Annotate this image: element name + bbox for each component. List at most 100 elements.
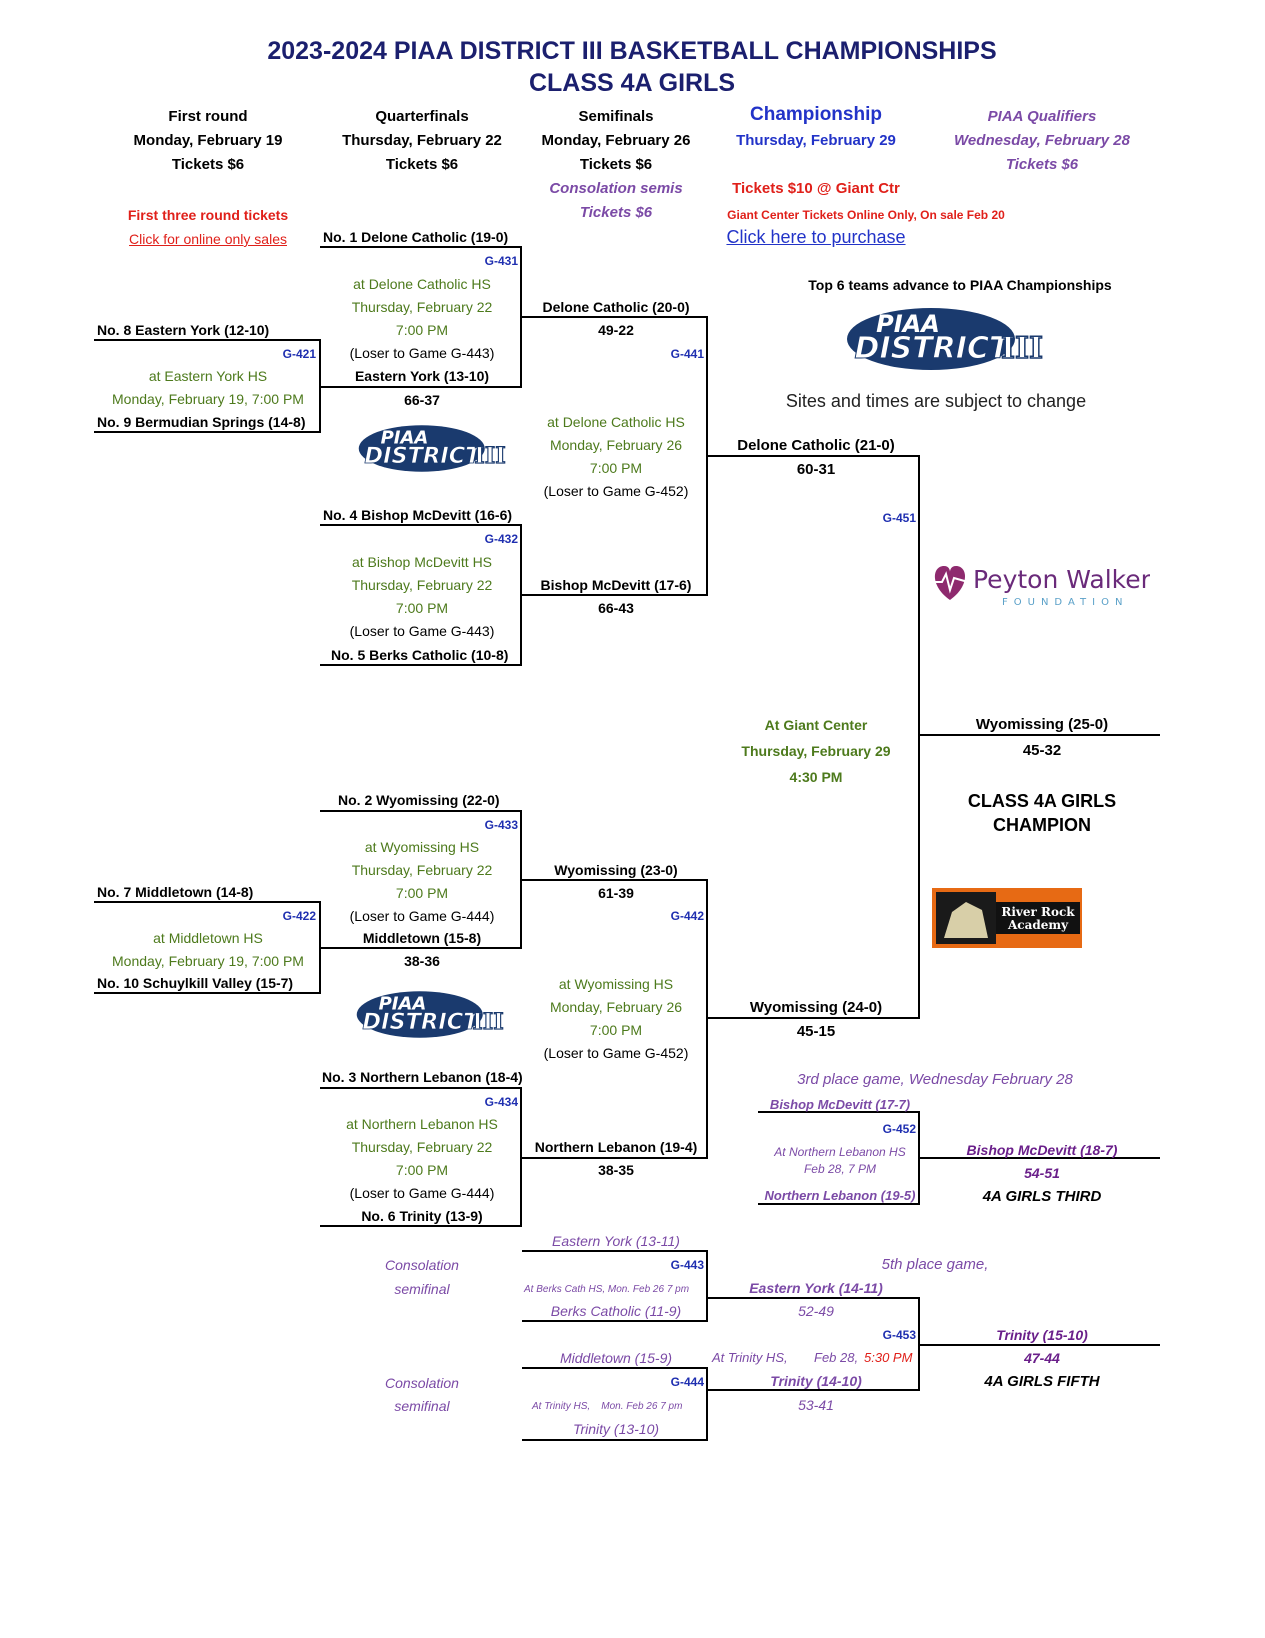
fifth-place-header: 5th place game, — [881, 1256, 989, 1273]
online-sales-link[interactable]: Click for online only sales — [129, 231, 287, 247]
bracket-line — [522, 1250, 708, 1252]
game-time: 7:00 PM — [589, 460, 643, 476]
header-consolation-semis: Consolation semis — [549, 180, 683, 197]
bracket-line — [708, 1389, 920, 1391]
bracket-line — [320, 664, 522, 666]
bracket-line — [522, 879, 708, 881]
game-code: G-434 — [484, 1095, 518, 1109]
bracket-line — [522, 316, 708, 318]
bracket-line — [320, 810, 522, 812]
bracket-line — [522, 594, 708, 596]
team-label: Trinity (14-10) — [770, 1373, 862, 1389]
game-date: Thursday, February 29 — [741, 743, 891, 759]
fifth-place-label: 4A GIRLS FIFTH — [984, 1373, 1100, 1390]
game-time: 7:00 PM — [395, 885, 449, 901]
team-label: No. 1 Delone Catholic (19-0) — [323, 229, 509, 245]
bracket-line — [320, 524, 522, 526]
svg-text:River Rock: River Rock — [1001, 905, 1075, 919]
page-subtitle: CLASS 4A GIRLS — [528, 69, 736, 97]
bracket-line — [94, 339, 320, 341]
champion-label: CLASS 4A GIRLS — [967, 791, 1117, 811]
svg-text:III: III — [472, 1009, 504, 1035]
bracket-line — [758, 1203, 920, 1205]
header-qualifiers-date: Wednesday, February 28 — [954, 132, 1130, 149]
bracket-line — [918, 1297, 920, 1391]
loser-note: (Loser to Game G-444) — [349, 908, 495, 924]
game-code: G-452 — [882, 1122, 916, 1136]
game-site: at Wyomissing HS — [558, 976, 674, 992]
bracket-line — [522, 1320, 708, 1322]
bracket-line — [918, 1111, 920, 1205]
game-site: At Berks Cath HS, Mon. Feb 26 7 pm — [524, 1284, 690, 1295]
bracket-line — [522, 1367, 708, 1369]
bracket-line — [94, 901, 320, 903]
game-date: Feb 28, — [814, 1350, 859, 1365]
game-code: G-422 — [282, 909, 316, 923]
third-place-score: 54-51 — [1024, 1165, 1060, 1181]
bracket-line — [920, 1157, 1160, 1159]
game-code: G-441 — [670, 347, 704, 361]
team-label: No. 2 Wyomissing (22-0) — [338, 792, 500, 808]
page-title: 2023-2024 PIAA DISTRICT III BASKETBALL C… — [267, 37, 997, 65]
header-semifinals-tickets: Tickets $6 — [579, 156, 653, 173]
bracket-line — [706, 316, 708, 596]
district-logo-2: PIAA DISTRICT III — [358, 425, 506, 472]
team-label: No. 10 Schuylkill Valley (15-7) — [97, 975, 294, 991]
team-label: No. 8 Eastern York (12-10) — [97, 322, 270, 338]
bracket-line — [758, 1111, 920, 1113]
first-three-rounds-note: First three round tickets — [127, 207, 289, 223]
svg-text:III: III — [1001, 331, 1043, 366]
game-date: Thursday, February 22 — [351, 862, 493, 878]
loser-note: (Loser to Game G-452) — [543, 1045, 689, 1061]
header-qualifiers-tickets: Tickets $6 — [1005, 156, 1079, 173]
header-quarterfinals: Quarterfinals — [375, 108, 469, 125]
top6-note: Top 6 teams advance to PIAA Championship… — [808, 277, 1112, 293]
game-site: At Trinity HS, Mon. Feb 26 7 pm — [532, 1401, 683, 1412]
bracket-line — [94, 431, 320, 433]
header-consolation-tickets: Tickets $6 — [579, 204, 653, 221]
header-championship-tickets: Tickets $10 @ Giant Ctr — [732, 180, 900, 197]
team-label: No. 4 Bishop McDevitt (16-6) — [323, 507, 513, 523]
score: 38-35 — [598, 1162, 634, 1178]
header-semifinals-date: Monday, February 26 — [541, 132, 691, 149]
header-first-round: First round — [168, 108, 248, 125]
district-logo-3: PIAA DISTRICT III — [356, 991, 504, 1038]
bracket-line — [320, 246, 522, 248]
bracket-line — [706, 1250, 708, 1322]
river-rock-logo: River Rock Academy — [932, 888, 1082, 948]
game-site: at Delone Catholic HS — [353, 276, 491, 292]
header-quarterfinals-tickets: Tickets $6 — [385, 156, 459, 173]
header-championship: Championship — [750, 104, 882, 125]
game-site: at Wyomissing HS — [364, 839, 480, 855]
svg-text:III: III — [474, 443, 506, 469]
score: 66-43 — [598, 600, 634, 616]
svg-text:FOUNDATION: FOUNDATION — [1002, 597, 1128, 608]
game-site: At Northern Lebanon HS — [774, 1145, 906, 1159]
header-quarterfinals-date: Thursday, February 22 — [342, 132, 502, 149]
bracket-line — [320, 1225, 522, 1227]
bracket-line — [920, 1344, 1160, 1346]
team-label: Eastern York (13-10) — [354, 368, 490, 384]
bracket-line — [522, 1439, 708, 1441]
purchase-link[interactable]: Click here to purchase — [726, 227, 906, 247]
giant-center-online-note: Giant Center Tickets Online Only, On sal… — [727, 208, 1005, 222]
svg-text:PIAA: PIAA — [876, 310, 940, 338]
game-site: at Bishop McDevitt HS — [351, 554, 493, 570]
svg-text:DISTRICT: DISTRICT — [362, 1009, 480, 1035]
game-site: at Eastern York HS — [148, 368, 268, 384]
team-label: Wyomissing (24-0) — [749, 999, 883, 1016]
game-code: G-444 — [670, 1375, 704, 1389]
game-time: 7:00 PM — [589, 1022, 643, 1038]
svg-text:PIAA: PIAA — [379, 993, 427, 1014]
game-time: 7:00 PM — [395, 1162, 449, 1178]
game-date: Thursday, February 22 — [351, 1139, 493, 1155]
score: 60-31 — [796, 461, 836, 478]
consolation-label: semifinal — [394, 1398, 450, 1414]
score: 53-41 — [798, 1397, 834, 1413]
game-code: G-421 — [282, 347, 316, 361]
game-code: G-451 — [882, 511, 916, 525]
loser-note: (Loser to Game G-452) — [543, 483, 689, 499]
bracket-line — [320, 1087, 522, 1089]
bracket-line — [520, 524, 522, 666]
header-qualifiers: PIAA Qualifiers — [987, 108, 1097, 125]
